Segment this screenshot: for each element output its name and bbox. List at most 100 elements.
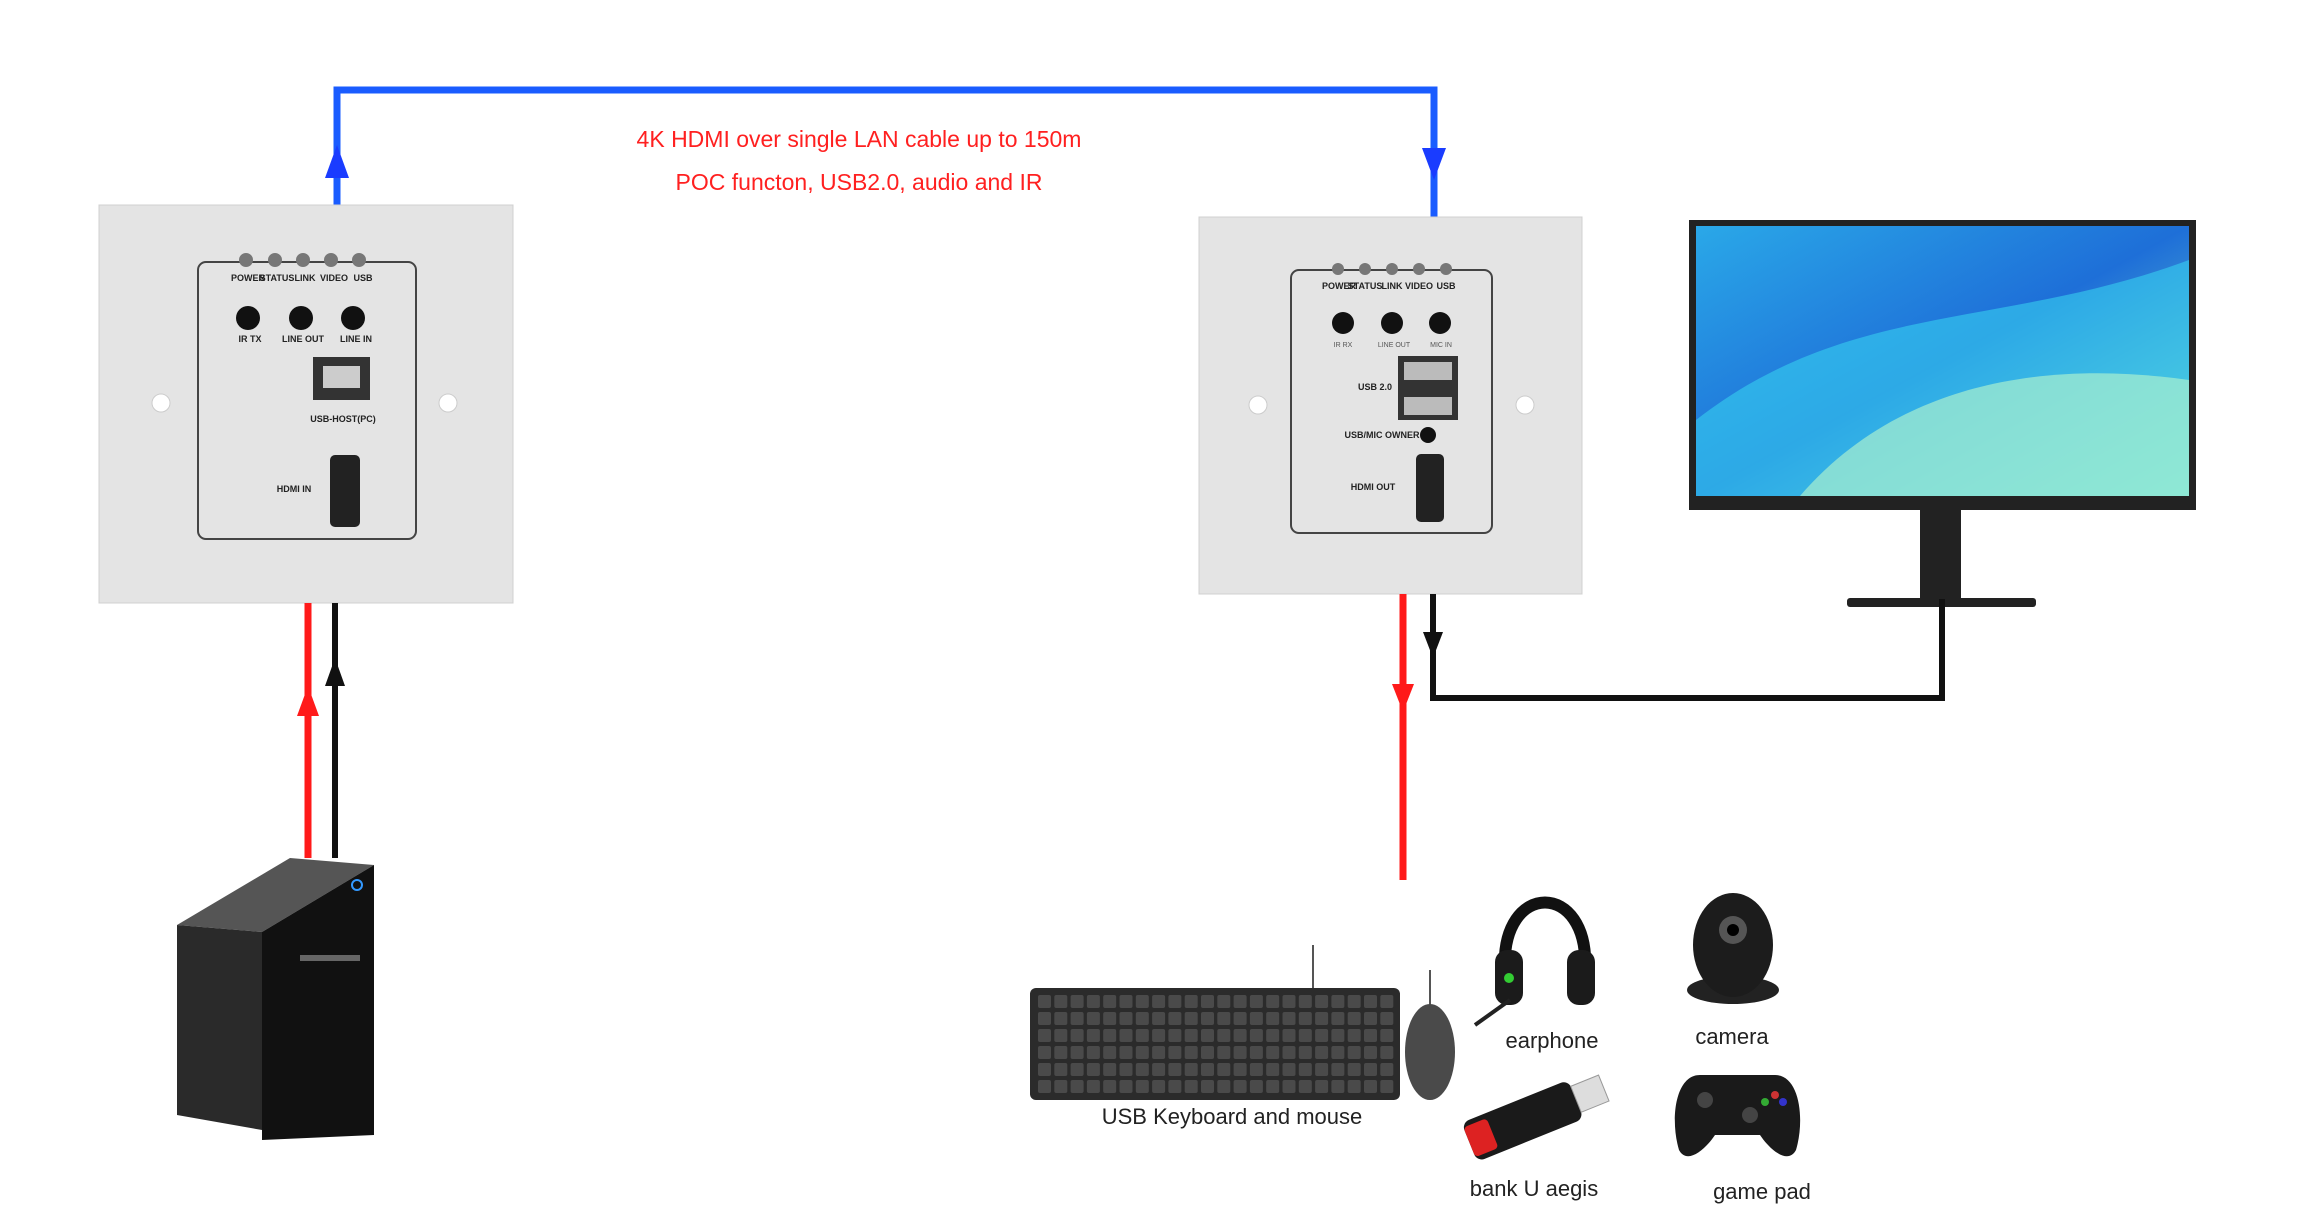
keyboard-key [1347,1012,1361,1025]
keyboard-key [1054,995,1068,1008]
jack-label: IR TX [238,334,261,344]
keyboard-key [1184,1029,1198,1042]
keyboard-key [1364,1012,1377,1025]
keyboard-key [1233,1029,1247,1042]
keyboard-key [1201,1080,1214,1093]
keyboard-key [1038,1012,1051,1025]
keyboard-key [1152,1063,1166,1076]
usb-port-label: USB-HOST(PC) [310,414,376,424]
keyboard-key [1298,995,1312,1008]
led-label: VIDEO [320,273,348,283]
keyboard-key [1364,1029,1377,1042]
keyboard-key [1054,1012,1068,1025]
usb-port-label: USB 2.0 [1358,382,1392,392]
keyboard-key [1282,1012,1296,1025]
keyboard-key [1282,995,1296,1008]
arrow-up-icon [325,145,349,178]
keyboard-key [1380,995,1394,1008]
keyboard-key [1315,1080,1329,1093]
keyboard-key [1070,1080,1084,1093]
led-label: USB [353,273,373,283]
keyboard-key [1233,1080,1247,1093]
keyboard-key [1152,995,1166,1008]
caption-line-2: POC functon, USB2.0, audio and IR [676,169,1043,195]
keyboard-key [1038,1046,1051,1059]
keyboard-key [1135,1012,1149,1025]
keyboard-key [1266,1012,1280,1025]
webcam [1687,893,1779,1004]
keyboard-key [1233,995,1247,1008]
keyboard-key [1380,1012,1394,1025]
jack-label: LINE OUT [1378,342,1411,349]
keyboard-key [1152,1029,1166,1042]
receiver-wall-plate: POWER STATUS LINK VIDEO USB IR RX LINE O… [1198,216,1583,595]
keyboard-key [1184,1012,1198,1025]
keyboard-key [1315,1063,1329,1076]
keyboard-key [1054,1046,1068,1059]
led-label: STATUS [260,273,295,283]
keyboard-key [1119,1029,1133,1042]
keyboard-key [1331,1046,1345,1059]
keyboard-key [1249,1080,1263,1093]
keyboard-key [1217,995,1231,1008]
arrow-down-icon [1423,632,1443,658]
keyboard-key [1364,995,1377,1008]
keyboard-key [1119,1012,1133,1025]
keyboard-key [1103,1046,1117,1059]
keyboard-key [1364,1046,1377,1059]
keyboard-key [1168,1063,1182,1076]
keyboard-key [1347,995,1361,1008]
keyboard-key [1331,1063,1345,1076]
keyboard-key [1233,1046,1247,1059]
keyboard-key [1135,995,1149,1008]
keyboard-key [1380,1046,1394,1059]
keyboard-key [1347,1029,1361,1042]
keyboard-key [1086,1029,1100,1042]
keyboard-key [1217,1080,1231,1093]
keyboard-key [1201,1063,1214,1076]
keyboard-key [1168,995,1182,1008]
keyboard-key [1201,1046,1214,1059]
keyboard-key [1103,1012,1117,1025]
keyboard-key [1347,1063,1361,1076]
keyboard-key [1086,1046,1100,1059]
keyboard-key [1054,1029,1068,1042]
keyboard-key [1364,1080,1377,1093]
keyboard-key [1364,1063,1377,1076]
monitor [1689,220,2196,607]
gamepad-label: game pad [1713,1179,1811,1204]
jack-label: MIC IN [1430,342,1452,349]
keyboard-key [1266,1029,1280,1042]
keyboard-key [1135,1063,1149,1076]
mouse [1405,970,1455,1100]
keyboard-key [1282,1080,1296,1093]
led-label: LINK [1382,281,1403,291]
keyboard-key [1298,1029,1312,1042]
keyboard-key [1168,1029,1182,1042]
keyboard-key [1135,1046,1149,1059]
keyboard-key [1119,995,1133,1008]
keyboard-key [1380,1029,1394,1042]
keyboard-key [1217,1046,1231,1059]
headset [1473,896,1595,1027]
hdmi-in-port [330,455,360,527]
gamepad [1674,1075,1801,1157]
keyboard-key [1086,1012,1100,1025]
keyboard-key [1070,1046,1084,1059]
keyboard-key [1054,1080,1068,1093]
hdmi-out-port [1416,454,1444,522]
keyboard-key [1103,995,1117,1008]
keyboard-key [1103,1029,1117,1042]
transmitter-wall-plate: POWER STATUS LINK VIDEO USB IR TX LINE O… [98,204,514,604]
keyboard-key [1249,1046,1263,1059]
arrow-up-icon [297,686,319,716]
pc-tower [177,858,374,1140]
keyboard-key [1086,995,1100,1008]
keyboard-key [1298,1063,1312,1076]
led-label: STATUS [1348,281,1383,291]
keyboard-key [1152,1046,1166,1059]
keyboard-key [1184,995,1198,1008]
keyboard-key [1119,1046,1133,1059]
